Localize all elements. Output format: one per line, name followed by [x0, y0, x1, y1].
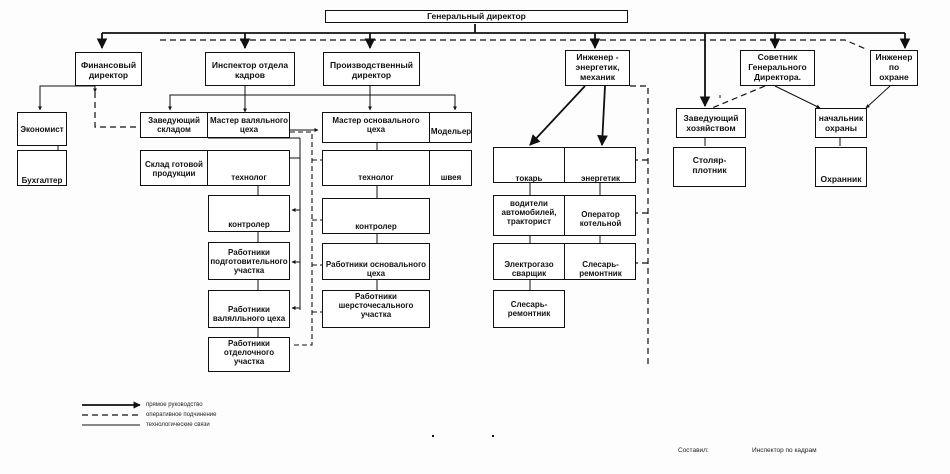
- main-technologist-label: технолог: [358, 173, 394, 182]
- household-head-box: [676, 108, 746, 138]
- roll-workers-label: Работники валялльного цеха: [212, 305, 286, 323]
- hr-inspector-label: Инспектор отдела кадров: [211, 60, 289, 80]
- general-director-label: Генеральный директор: [427, 11, 526, 21]
- advisor-label: Советник Генерального Директора.: [748, 52, 807, 82]
- warehouse-head-cell: [140, 112, 208, 138]
- turner-label: токарь: [515, 174, 543, 183]
- main-controller-box: [322, 198, 430, 234]
- security-engineer-box: [870, 50, 918, 86]
- main-master-cell: [322, 112, 430, 143]
- general-director-box: [325, 10, 628, 23]
- security-engineer-label: Инженер по охране: [875, 52, 913, 82]
- roll-workers-box: [208, 290, 290, 328]
- finance-director-label: Финансовый директор: [80, 60, 137, 80]
- roll-row2-box: [140, 150, 290, 186]
- energetic-label: энергетик: [580, 174, 621, 183]
- boiler-operator-label: Оператор котельной: [579, 210, 622, 228]
- hr-inspector-box: [205, 52, 295, 86]
- finish-workers-box: [208, 337, 290, 372]
- security-head-box: [815, 108, 867, 138]
- turner-cell: [493, 147, 565, 183]
- wool-workers-label: Работники шерсточесального участка: [338, 292, 414, 319]
- production-director-box: [323, 52, 420, 86]
- warehouse-head-label: Заведующий складом: [148, 116, 200, 134]
- accountant-label: Бухгалтер: [21, 176, 63, 185]
- advisor-box: [740, 50, 815, 86]
- finished-store-cell: [140, 150, 208, 186]
- household-head-label: Заведующий хозяйством: [683, 113, 739, 133]
- wool-workers-box: [322, 290, 430, 328]
- accountant-box: [17, 150, 67, 186]
- engineer-box: [565, 50, 630, 86]
- main-controller-label: контролер: [355, 222, 397, 231]
- economist-label: Экономист: [20, 125, 64, 134]
- carpenter-box: [673, 147, 746, 187]
- carpenter-label: Столяр- плотник: [692, 155, 727, 175]
- roll-controller-label: контролер: [228, 220, 270, 229]
- main-master-label: Мастер основального цеха: [332, 116, 420, 134]
- welder-label: Электрогазо сварщик: [504, 260, 554, 278]
- production-director-label: Производственный директор: [330, 60, 413, 80]
- guard-box: [815, 147, 867, 187]
- security-head-label: начальник охраны: [818, 113, 864, 133]
- finished-store-label: Склад готовой продукции: [145, 160, 203, 178]
- fitter-label: Слесарь- ремонтник: [579, 260, 622, 278]
- prep-workers-label: Работники подготовительного участка: [210, 248, 288, 275]
- roll-controller-box: [208, 195, 290, 232]
- fitter2-label: Слесарь- ремонтник: [507, 300, 551, 318]
- roll-master-label: Мастер валяльного цеха: [210, 116, 288, 134]
- compiled-label: Составил:: [678, 447, 709, 454]
- legend-operative: оперативное подчинение: [146, 412, 217, 418]
- roll-technologist-label: технолог: [231, 173, 267, 182]
- engineer-label: Инженер - энергетик, механик: [575, 52, 620, 82]
- main-technologist-cell: [322, 150, 430, 186]
- finance-director-box: [75, 52, 142, 86]
- welder-cell: [493, 243, 565, 280]
- modeler-label: Модельер: [430, 127, 472, 136]
- legend-tech: технологические связи: [146, 422, 210, 428]
- fitter2-box: [493, 290, 565, 328]
- main-workers-label: Работники основального цеха: [325, 260, 427, 278]
- guard-label: Охранник: [820, 174, 862, 184]
- drivers-cell: [493, 195, 565, 236]
- legend-direct: прямое руководство: [146, 402, 203, 408]
- roll-shop-header-box: [140, 112, 290, 138]
- main-shop-header-box: [322, 112, 472, 143]
- finish-workers-label: Работники отделочного участка: [223, 339, 275, 366]
- main-workers-box: [322, 243, 430, 280]
- prep-workers-box: [208, 242, 290, 280]
- seamstress-label: швея: [440, 173, 462, 182]
- drivers-label: водители автомобилей, тракторист: [501, 199, 557, 226]
- compiled-by: Инспектор по кадрам: [752, 447, 817, 454]
- economist-box: [17, 112, 67, 146]
